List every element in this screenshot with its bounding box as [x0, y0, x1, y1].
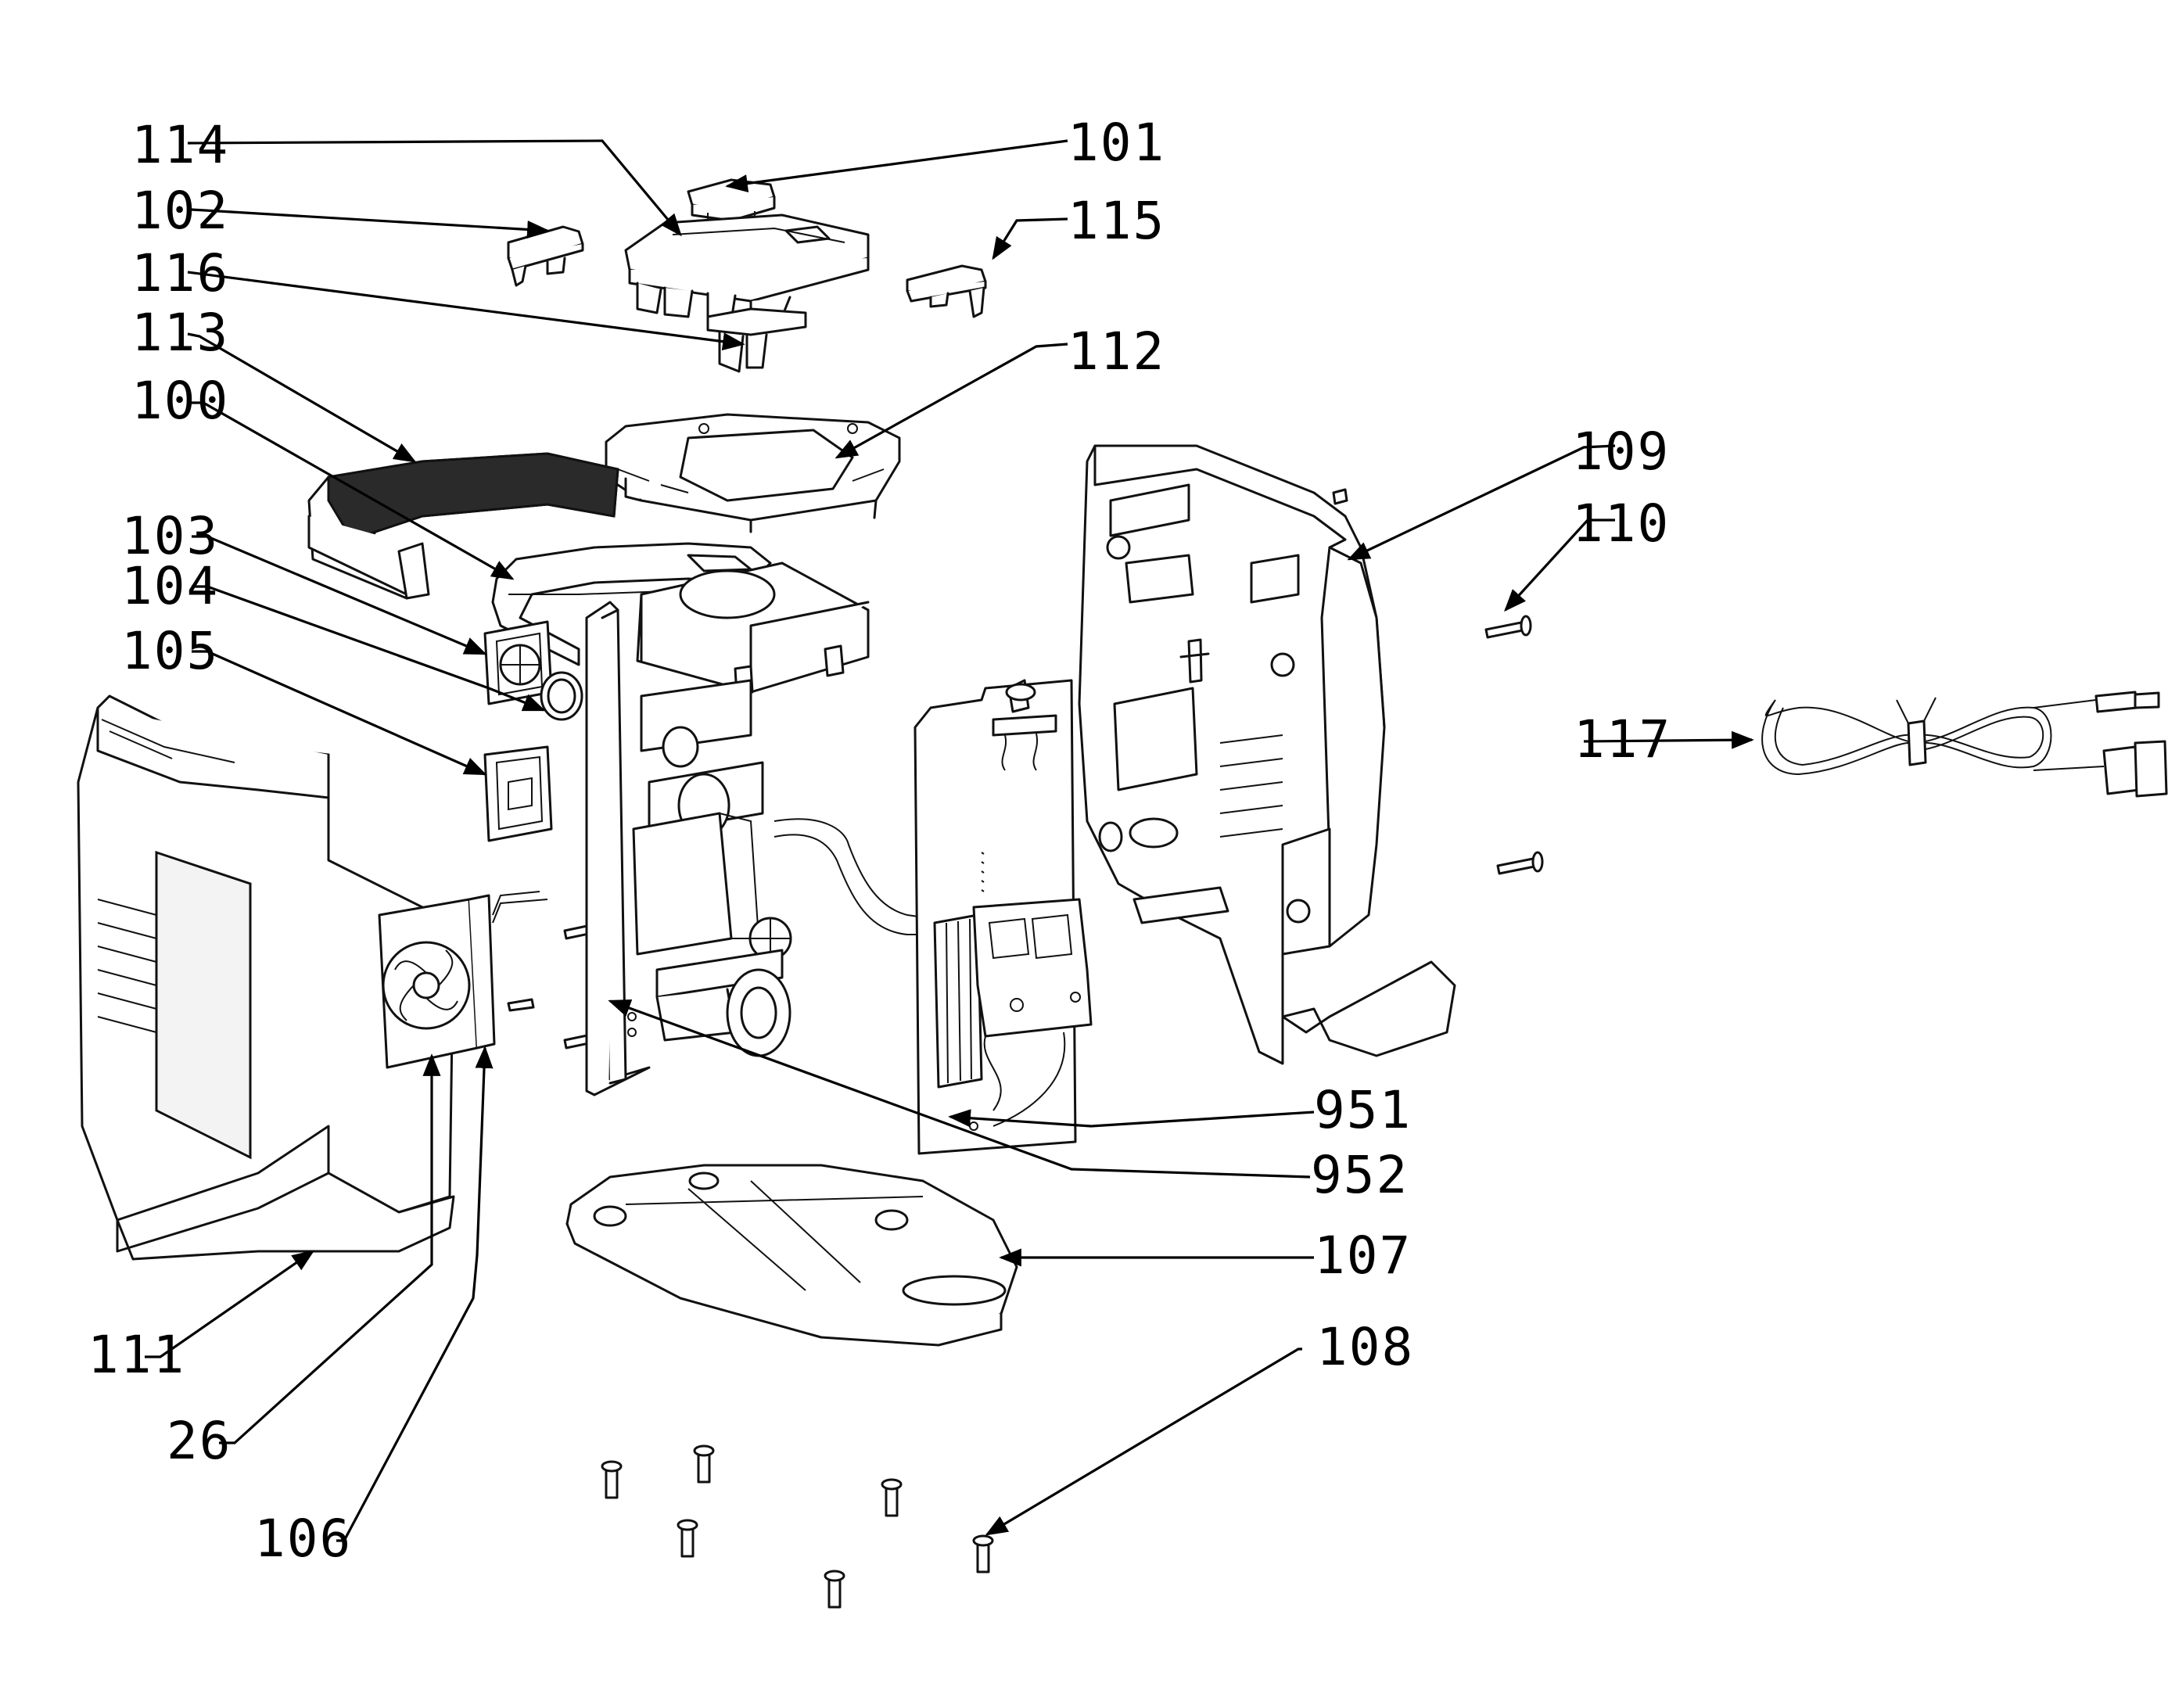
- part-117-dc-cable: [1761, 691, 2168, 798]
- part-108-base-screws: [601, 1444, 994, 1609]
- part-112-display-frame: [605, 413, 901, 533]
- leader-104: [192, 585, 546, 712]
- callout-116: 116: [131, 243, 229, 303]
- leader-115: [992, 217, 1068, 260]
- callout-107: 107: [1314, 1225, 1412, 1286]
- leader-952: [608, 999, 1311, 1179]
- leader-951: [948, 1109, 1315, 1128]
- leader-105: [192, 650, 487, 776]
- leader-100: [192, 401, 515, 580]
- callout-109: 109: [1572, 422, 1670, 482]
- part-114-top-panel: [624, 214, 870, 322]
- callout-114: 114: [131, 115, 229, 175]
- part-104-o-ring: [540, 671, 583, 721]
- leader-102: [191, 208, 550, 239]
- leader-117: [1583, 730, 1754, 749]
- callout-112: 112: [1068, 321, 1165, 382]
- callout-106: 106: [254, 1509, 352, 1569]
- part-26-cooling-fan: [378, 891, 548, 1069]
- leader-111: [145, 1250, 315, 1358]
- part-952-main-pcb: [585, 562, 963, 1096]
- part-113-handle-grip: [307, 452, 619, 600]
- leader-109: [1347, 444, 1616, 561]
- callout-108: 108: [1316, 1317, 1414, 1377]
- callout-111: 111: [88, 1325, 185, 1385]
- callout-103: 103: [121, 506, 219, 566]
- callout-952: 952: [1311, 1145, 1409, 1205]
- leader-101: [725, 139, 1068, 192]
- leader-26: [219, 1053, 441, 1444]
- callout-100: 100: [131, 371, 229, 431]
- part-102-button-cap: [507, 225, 584, 287]
- leader-lines: [145, 139, 1754, 1542]
- callout-labels: 114 101 102 115 116 113 112 100 109 103 …: [88, 113, 1671, 1569]
- part-110-housing-screws: [1332, 488, 1544, 875]
- callout-26: 26: [167, 1411, 232, 1471]
- callout-117: 117: [1574, 709, 1671, 770]
- leader-113: [187, 332, 417, 463]
- callout-102: 102: [131, 181, 229, 241]
- part-951-secondary-pcb: [914, 679, 1093, 1155]
- part-105-port-cover: [483, 745, 553, 842]
- callout-110: 110: [1572, 493, 1670, 554]
- part-109-right-housing: [1078, 444, 1456, 1065]
- part-107-bottom-base: [565, 1164, 1018, 1347]
- part-111-left-housing: [77, 694, 455, 1261]
- callout-104: 104: [121, 556, 219, 616]
- callout-105: 105: [121, 621, 219, 681]
- part-115-button-cap: [906, 264, 987, 318]
- callout-115: 115: [1068, 191, 1165, 251]
- leader-112: [835, 343, 1068, 459]
- leader-108: [985, 1347, 1302, 1536]
- callout-113: 113: [131, 303, 229, 363]
- leader-116: [187, 271, 745, 351]
- leader-114: [187, 139, 682, 237]
- leader-103: [192, 535, 487, 655]
- callout-101: 101: [1068, 113, 1165, 173]
- callout-951: 951: [1314, 1080, 1412, 1140]
- leader-106: [336, 1046, 494, 1542]
- leader-110: [1504, 518, 1615, 612]
- part-103-socket-frame: [483, 620, 553, 705]
